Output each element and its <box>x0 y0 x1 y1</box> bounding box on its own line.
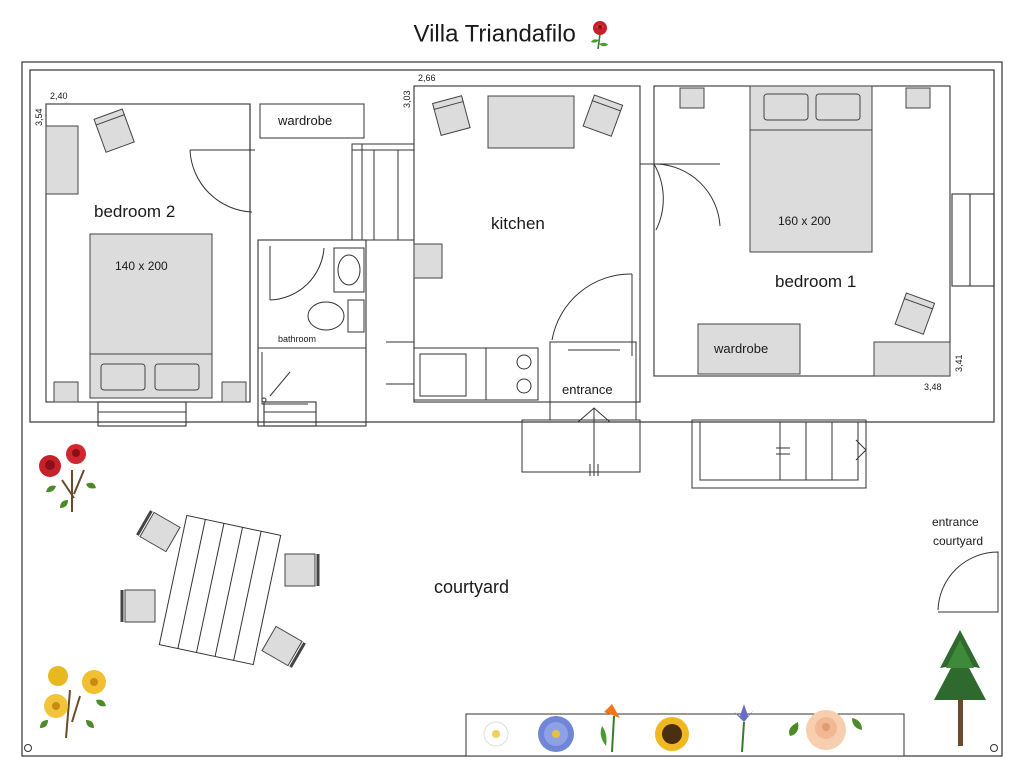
label-bed-small: 140 x 200 <box>115 259 168 273</box>
dim-kitchen-depth: 3,03 <box>402 90 412 108</box>
sink <box>333 247 365 293</box>
chair <box>93 108 135 153</box>
bed-large <box>749 85 873 253</box>
label-entrance-courtyard-1: entrance <box>932 515 979 529</box>
dim-bedroom2-depth: 3,54 <box>34 108 44 126</box>
bedroom-1-door <box>640 163 720 231</box>
room-label-bedroom-2: bedroom 2 <box>94 202 175 221</box>
wardrobe-right <box>697 323 801 375</box>
courtyard-chair <box>136 510 181 553</box>
hallway <box>351 143 415 241</box>
dim-bedroom2-width: 2,40 <box>50 91 68 101</box>
room-label-kitchen: kitchen <box>491 214 545 233</box>
courtyard-table <box>158 514 282 666</box>
exterior-stairs <box>691 419 867 489</box>
rose-icon <box>590 21 608 50</box>
label-entrance-courtyard-2: courtyard <box>933 534 983 548</box>
red-roses-icon <box>39 444 96 512</box>
chair <box>894 292 936 335</box>
stove-counter <box>413 347 539 401</box>
corner-marker <box>990 744 998 752</box>
tree-icon <box>934 630 986 746</box>
room-label-entrance: entrance <box>562 382 613 397</box>
bathroom-walls <box>257 239 367 427</box>
room-label-bedroom-1: bedroom 1 <box>775 272 856 291</box>
shower <box>261 352 308 405</box>
label-wardrobe-right: wardrobe <box>713 341 768 356</box>
bird-of-paradise-icon <box>600 704 620 753</box>
room-label-courtyard: courtyard <box>434 577 509 597</box>
nightstand <box>905 87 931 109</box>
wardrobe-left <box>259 103 365 139</box>
courtyard-chair <box>120 589 156 623</box>
dim-bedroom1-depth: 3,41 <box>954 354 964 372</box>
title-text: Villa Triandafilo <box>413 20 576 48</box>
chair <box>582 94 624 137</box>
bed-small <box>53 233 247 403</box>
aster-icon <box>538 716 574 752</box>
courtyard-chair <box>261 625 306 668</box>
desk <box>45 125 79 195</box>
page-title: Villa Triandafilo <box>0 20 1024 50</box>
bedroom-2-door <box>189 149 255 213</box>
kitchen-cabinet <box>413 243 443 279</box>
yellow-roses-icon <box>40 666 106 739</box>
courtyard-gate <box>937 551 999 613</box>
entrance-area <box>521 273 641 476</box>
corner-marker <box>24 744 32 752</box>
nightstand <box>679 87 705 109</box>
label-bed-large: 160 x 200 <box>778 214 831 228</box>
label-wardrobe-left: wardrobe <box>277 113 332 128</box>
bedroom-2-walls <box>45 103 251 427</box>
kitchen-table <box>487 95 575 149</box>
bathroom-door <box>269 246 325 301</box>
courtyard-chair <box>284 553 320 587</box>
iris-icon <box>734 704 754 753</box>
chair <box>431 95 471 137</box>
daisy-icon <box>483 721 509 747</box>
dim-kitchen-width: 2,66 <box>418 73 436 83</box>
dim-bedroom1-width: 3,48 <box>924 382 942 392</box>
room-label-bathroom: bathroom <box>278 334 316 344</box>
sunflower-icon <box>655 717 689 751</box>
toilet <box>307 299 365 333</box>
peach-rose-icon <box>789 710 862 750</box>
desk <box>873 341 951 377</box>
